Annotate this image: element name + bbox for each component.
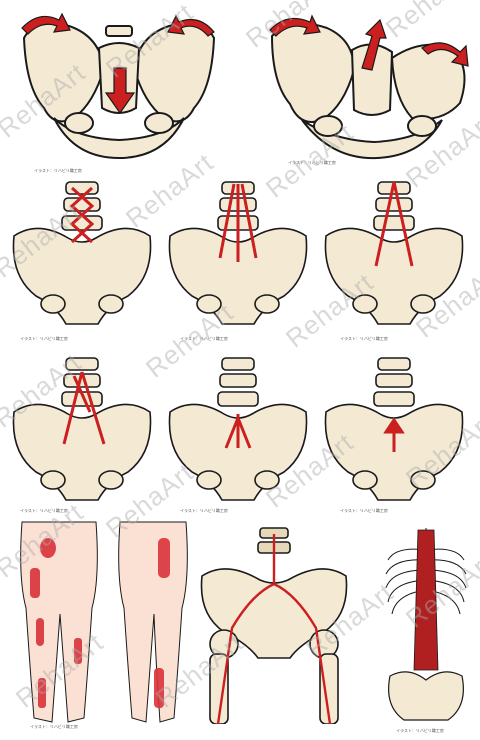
credit-7: イラスト：リハビリ職工房 xyxy=(180,508,228,513)
credit-8: イラスト：リハビリ職工房 xyxy=(340,508,388,513)
pelvis-load-transfer xyxy=(196,524,352,724)
credit-5: イラスト：リハビリ職工房 xyxy=(340,336,388,341)
referred-pain-back-view xyxy=(14,518,104,730)
referred-pain-front-icon xyxy=(118,521,188,723)
credit-10: イラスト：リハビリ職工房 xyxy=(396,728,444,733)
pelvis-rotation-oblique-view xyxy=(262,8,476,168)
credit-3: イラスト：リハビリ職工房 xyxy=(20,336,68,341)
credit-6: イラスト：リハビリ職工房 xyxy=(20,508,68,513)
pelvis-load-transfer-icon xyxy=(200,527,348,724)
lumbar-pelvis-arrows-icon-2 xyxy=(168,181,308,325)
pelvis-rotation-oblique-icon xyxy=(269,14,469,160)
lumbar-pelvis-panel-1 xyxy=(8,176,156,334)
credit-2: イラスト：リハビリ職工房 xyxy=(288,160,336,165)
lumbar-pelvis-panel-3 xyxy=(320,176,468,334)
pelvis-rotation-front-view xyxy=(14,8,224,168)
lumbar-pelvis-arrows-icon-5 xyxy=(168,357,308,501)
lumbar-pelvis-panel-4 xyxy=(8,352,156,510)
lumbar-pelvis-panel-6 xyxy=(320,352,468,510)
lumbar-pelvis-panel-2 xyxy=(164,176,312,334)
lumbar-pelvis-arrows-icon xyxy=(12,181,152,325)
spine-ribcage-muscle xyxy=(380,520,472,730)
referred-pain-body-icon xyxy=(20,521,98,723)
credit-1: イラスト：リハビリ職工房 xyxy=(34,168,82,173)
credit-9: イラスト：リハビリ職工房 xyxy=(30,724,78,729)
lumbar-pelvis-arrows-icon-6 xyxy=(324,357,464,501)
pelvis-rotation-arrows-icon xyxy=(21,12,216,160)
lumbar-pelvis-arrows-icon-3 xyxy=(324,181,464,325)
lumbar-pelvis-arrows-icon-4 xyxy=(12,357,152,501)
credit-4: イラスト：リハビリ職工房 xyxy=(180,336,228,341)
lumbar-pelvis-panel-5 xyxy=(164,352,312,510)
referred-pain-front-view xyxy=(114,518,192,730)
spine-ribcage-muscle-icon xyxy=(385,528,467,721)
